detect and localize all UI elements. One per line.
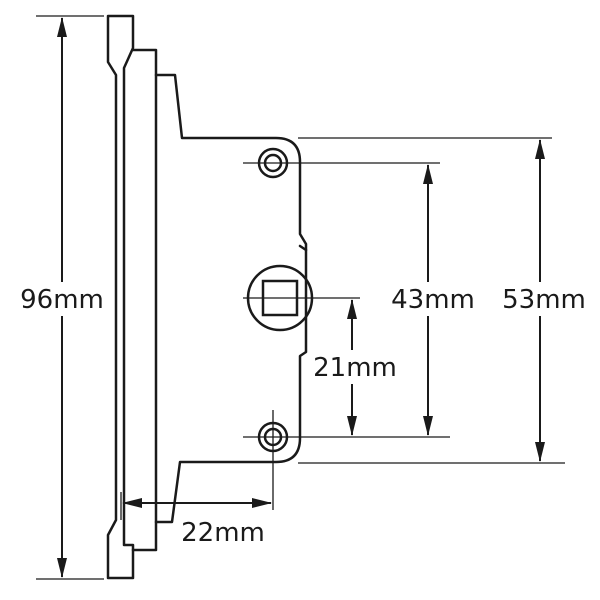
extension-lines — [36, 15, 565, 580]
spindle-offset-label: 21mm — [313, 353, 397, 383]
overall-height-label: 96mm — [20, 285, 104, 315]
mounting-flange — [131, 48, 158, 552]
faceplate-outer — [106, 14, 135, 580]
label-masks — [22, 282, 590, 548]
edge-tab — [298, 244, 308, 252]
fixing-centers-label: 43mm — [391, 285, 475, 315]
plate-height-label: 53mm — [502, 285, 586, 315]
backset-label: 22mm — [181, 518, 265, 548]
